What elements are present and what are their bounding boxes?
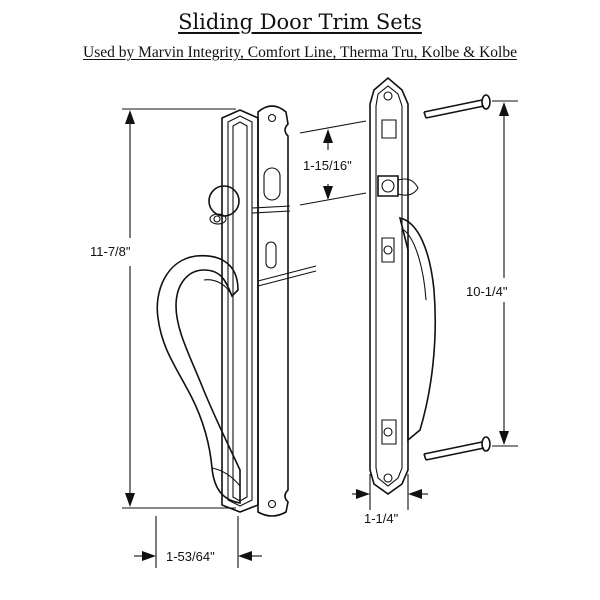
- hole-spacing-label: 1-15/16": [303, 158, 352, 173]
- bottom-screw: [423, 436, 491, 461]
- top-screw-hole: [267, 113, 277, 123]
- exterior-trim-plate: [156, 105, 317, 517]
- screw-spacing-dimension: [492, 100, 518, 447]
- overall-height-label: 11-7/8": [90, 244, 131, 259]
- handle: [156, 254, 241, 504]
- top-mounting-hole: [383, 91, 393, 101]
- thumb-turn-slot: [263, 167, 281, 201]
- diagram-subtitle: Used by Marvin Integrity, Comfort Line, …: [83, 44, 517, 61]
- thumb-turn-knob: [208, 185, 240, 217]
- top-screw: [423, 94, 491, 119]
- overall-height-dimension: [122, 108, 236, 509]
- plate-width-label: 1-1/4": [364, 511, 399, 526]
- handle-projection-dimension: [134, 516, 262, 568]
- handle-projection-label: 1-53/64": [166, 549, 215, 564]
- interior-trim-plate: [369, 76, 436, 495]
- plate-width-dimension: [352, 474, 428, 510]
- diagram-title: Sliding Door Trim Sets: [178, 10, 422, 34]
- interior-handle: [398, 216, 436, 442]
- screw-spacing-label: 10-1/4": [466, 284, 508, 299]
- bottom-mounting-hole: [383, 473, 393, 483]
- hole-spacing-dimension: [299, 120, 367, 206]
- bottom-screw-hole: [267, 499, 277, 509]
